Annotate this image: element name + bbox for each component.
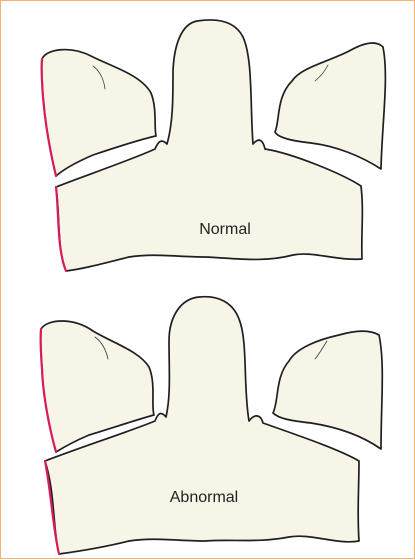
normal-right-facet bbox=[275, 43, 385, 169]
abnormal-right-facet bbox=[273, 331, 382, 449]
normal-vertebra: Normal bbox=[42, 20, 386, 271]
normal-label: Normal bbox=[199, 221, 251, 238]
abnormal-vertebra: Abnormal bbox=[41, 297, 383, 554]
abnormal-label: Abnormal bbox=[170, 489, 238, 506]
